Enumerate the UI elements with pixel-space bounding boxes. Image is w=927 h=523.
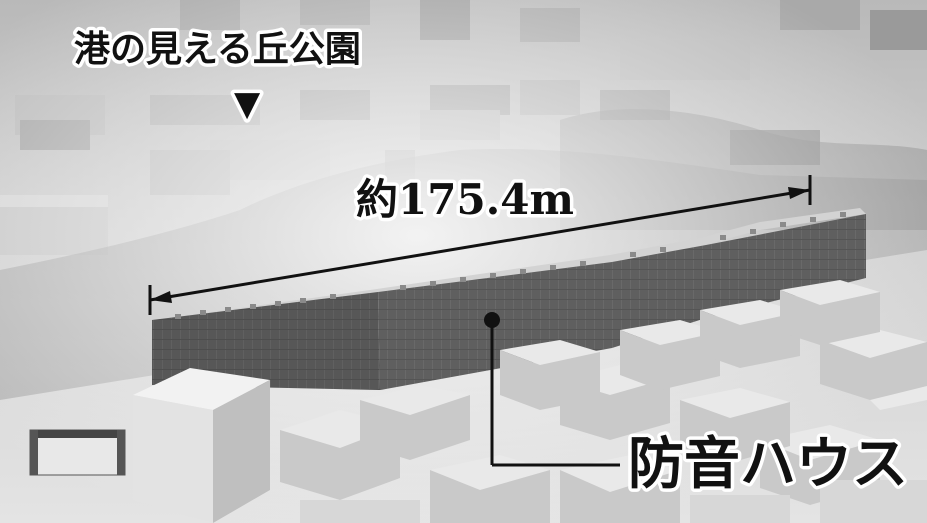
park-marker-icon: ▼ [234, 84, 261, 124]
small-structure [29, 429, 126, 476]
park-label: 港の見える丘公園 [74, 28, 361, 70]
cube-building [133, 368, 270, 523]
leader-line [484, 312, 620, 467]
distance-label: 約175.4m [356, 175, 574, 224]
soundproof-house-label: 防音ハウス [628, 431, 908, 497]
distance-arrow [148, 175, 812, 315]
